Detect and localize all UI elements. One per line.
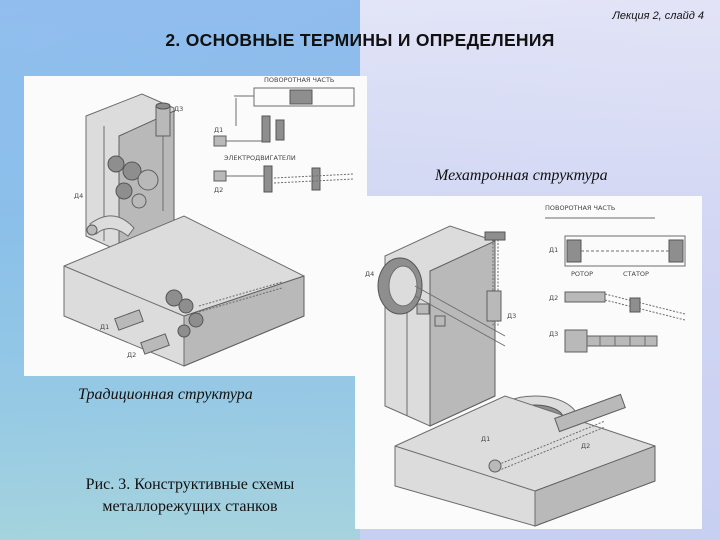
figure-caption-line2: металлорежущих станков <box>102 498 278 515</box>
label-d1: Д1 <box>481 435 490 443</box>
svg-text:Д2: Д2 <box>549 294 558 302</box>
caption-traditional: Традиционная структура <box>78 386 253 403</box>
motor-d2 <box>140 333 170 355</box>
kinematic-schematic: ПОВОРОТНАЯ ЧАСТЬ Д1 ЭЛЕКТРОДВИГАТЕЛИ Д2 <box>213 76 355 194</box>
gear <box>107 155 125 173</box>
label-d2: Д2 <box>581 442 590 450</box>
svg-text:РОТОР: РОТОР <box>571 270 593 278</box>
svg-text:Д1: Д1 <box>549 246 558 254</box>
motor-d3 <box>486 290 502 322</box>
caption-mechatronic: Мехатронная структура <box>435 167 608 184</box>
gear <box>115 182 133 200</box>
direct-drive-schematic: ПОВОРОТНАЯ ЧАСТЬ Д1 РОТОР СТАТОР Д2 Д3 <box>545 204 686 353</box>
svg-text:Д3: Д3 <box>549 330 558 338</box>
label-d4: Д4 <box>365 270 374 278</box>
label-d1: Д1 <box>100 323 109 331</box>
gear <box>137 169 159 191</box>
svg-text:ЭЛЕКТРОДВИГАТЕЛИ: ЭЛЕКТРОДВИГАТЕЛИ <box>224 154 296 162</box>
mechatronic-machine-drawing: Д4 Д3 Д1 Д2 ПОВОРОТНАЯ ЧАСТЬ Д1 РОТОР СТ… <box>355 196 702 529</box>
label-d3: Д3 <box>174 105 183 113</box>
svg-text:ПОВОРОТНАЯ ЧАСТЬ: ПОВОРОТНАЯ ЧАСТЬ <box>545 204 615 212</box>
spindle-head <box>484 231 506 241</box>
gear <box>131 193 147 209</box>
spindle-motor <box>155 105 171 137</box>
label-d2: Д2 <box>127 351 136 359</box>
handle <box>89 215 135 237</box>
label-d3: Д3 <box>507 312 516 320</box>
traditional-machine-svg: Д1 Д2 Д3 Д4 ПОВОРОТНАЯ ЧАСТЬ Д1 ЭЛЕКТРОД… <box>63 76 355 367</box>
svg-text:ПОВОРОТНАЯ ЧАСТЬ: ПОВОРОТНАЯ ЧАСТЬ <box>264 76 334 84</box>
traditional-machine-drawing: Д1 Д2 Д3 Д4 ПОВОРОТНАЯ ЧАСТЬ Д1 ЭЛЕКТРОД… <box>24 76 367 376</box>
mechatronic-machine-svg: Д4 Д3 Д1 Д2 ПОВОРОТНАЯ ЧАСТЬ Д1 РОТОР СТ… <box>365 204 686 527</box>
motor-d1 <box>114 309 144 331</box>
figure-caption: Рис. 3. Конструктивные схемы металлорежу… <box>40 474 340 518</box>
svg-text:Д1: Д1 <box>214 126 223 134</box>
figure-caption-line1: Рис. 3. Конструктивные схемы <box>85 476 295 493</box>
label-d4: Д4 <box>74 192 83 200</box>
svg-text:СТАТОР: СТАТОР <box>623 270 649 278</box>
gear <box>122 161 142 181</box>
column-side <box>429 240 496 427</box>
slide-number: Лекция 2, слайд 4 <box>612 10 704 22</box>
linear-drive <box>554 393 626 433</box>
svg-text:Д2: Д2 <box>214 186 223 194</box>
slide-title: 2. ОСНОВНЫЕ ТЕРМИНЫ И ОПРЕДЕЛЕНИЯ <box>165 30 555 50</box>
